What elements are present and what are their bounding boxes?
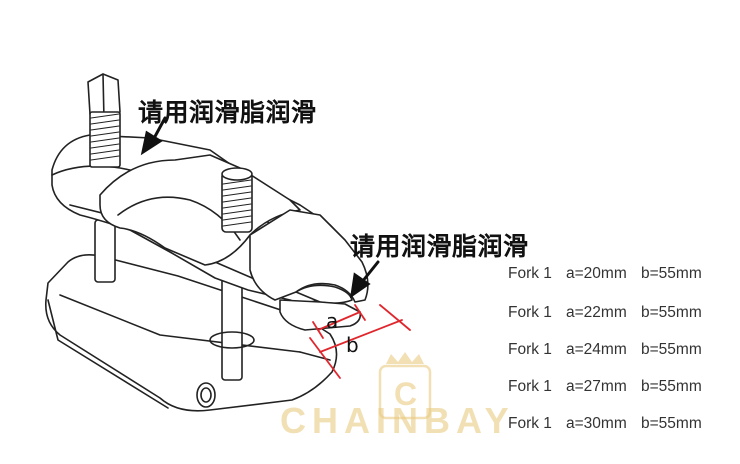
dimension-b-label: b: [346, 333, 359, 357]
lubricate-label-top: 请用润滑脂润滑: [138, 98, 317, 127]
spec-a: a=20mm: [566, 265, 627, 282]
dimension-a-label: a: [326, 309, 338, 333]
pointer-arrow-right-head: [350, 272, 371, 299]
spec-a: a=30mm: [566, 415, 627, 432]
left-bolt-shaft: [94, 219, 116, 283]
pivot-hole: [196, 382, 216, 408]
dimension-b-ext-right: [379, 304, 411, 331]
spec-a: a=27mm: [566, 378, 627, 395]
spec-row: Fork 1 a=30mm b=55mm: [508, 415, 702, 433]
spec-b: b=55mm: [641, 265, 702, 282]
dimension-b-ext-left: [309, 337, 341, 379]
crown-icon: [386, 352, 424, 364]
lower-base-side: [47, 299, 169, 409]
dimension-a-line: [317, 311, 361, 331]
spec-b: b=55mm: [641, 341, 702, 358]
watermark-text: CHAINBAY: [280, 400, 515, 441]
watermark-logo: C: [378, 352, 432, 420]
spec-a: a=22mm: [566, 304, 627, 321]
pointer-arrow-right-shaft: [360, 260, 380, 284]
watermark-badge-frame: [378, 364, 432, 420]
pivot-hole-inner: [200, 387, 212, 403]
spec-fork: Fork 1: [508, 415, 552, 432]
spec-b: b=55mm: [641, 304, 702, 321]
dimension-b-line: [319, 319, 403, 353]
right-bolt-thread-lines: [222, 179, 252, 227]
lower-base-edge: [59, 294, 301, 353]
spec-row: Fork 1 a=24mm b=55mm: [508, 341, 702, 359]
spec-b: b=55mm: [641, 378, 702, 395]
left-bolt-thread-lines: [90, 113, 120, 161]
spec-fork: Fork 1: [508, 265, 552, 282]
spec-fork: Fork 1: [508, 304, 552, 321]
spec-fork: Fork 1: [508, 378, 552, 395]
pointer-arrow-top-head: [140, 130, 163, 156]
spec-b: b=55mm: [641, 415, 702, 432]
spec-a: a=24mm: [566, 341, 627, 358]
spec-row: Fork 1 a=20mm b=55mm: [508, 265, 702, 283]
center-post-ring: [209, 331, 255, 349]
spec-row: Fork 1 a=27mm b=55mm: [508, 378, 702, 396]
spec-row: Fork 1 a=22mm b=55mm: [508, 304, 702, 322]
dimension-a-ext-right: [354, 304, 366, 321]
dimension-a-ext-left: [312, 321, 324, 339]
right-bolt-top: [221, 167, 253, 181]
spec-fork: Fork 1: [508, 341, 552, 358]
fork-lower-jaw: [279, 299, 362, 331]
lubricate-label-right: 请用润滑脂润滑: [350, 232, 529, 261]
watermark-logo-letter: C: [394, 376, 417, 412]
